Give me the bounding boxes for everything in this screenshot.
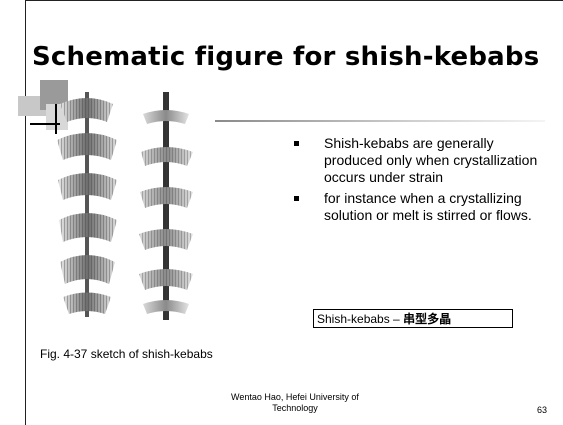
right-kebab-stack bbox=[139, 92, 193, 320]
figure-caption: Fig. 4-37 sketch of shish-kebabs bbox=[40, 347, 213, 361]
shish-kebab-term-box: Shish-kebabs – 串型多晶 bbox=[313, 309, 513, 328]
bullet-item: for instance when a crystallizing soluti… bbox=[292, 190, 550, 224]
slide-number: 63 bbox=[537, 405, 547, 415]
footer-line-1: Wentao Hao, Hefei University of bbox=[210, 392, 380, 403]
slide-title: Schematic figure for shish-kebabs bbox=[32, 42, 539, 72]
term-label: Shish-kebabs – bbox=[317, 312, 403, 326]
slide-frame-left bbox=[25, 0, 26, 425]
shish-kebab-figure bbox=[55, 92, 220, 322]
slide-frame-top bbox=[25, 0, 563, 1]
left-kebab-stack bbox=[57, 92, 117, 317]
footer-credit: Wentao Hao, Hefei University of Technolo… bbox=[210, 392, 380, 414]
title-rule bbox=[215, 120, 545, 122]
footer-line-2: Technology bbox=[210, 403, 380, 414]
bullet-item: Shish-kebabs are generally produced only… bbox=[292, 135, 550, 186]
bullet-list: Shish-kebabs are generally produced only… bbox=[292, 135, 550, 228]
term-chinese: 串型多晶 bbox=[403, 312, 451, 326]
